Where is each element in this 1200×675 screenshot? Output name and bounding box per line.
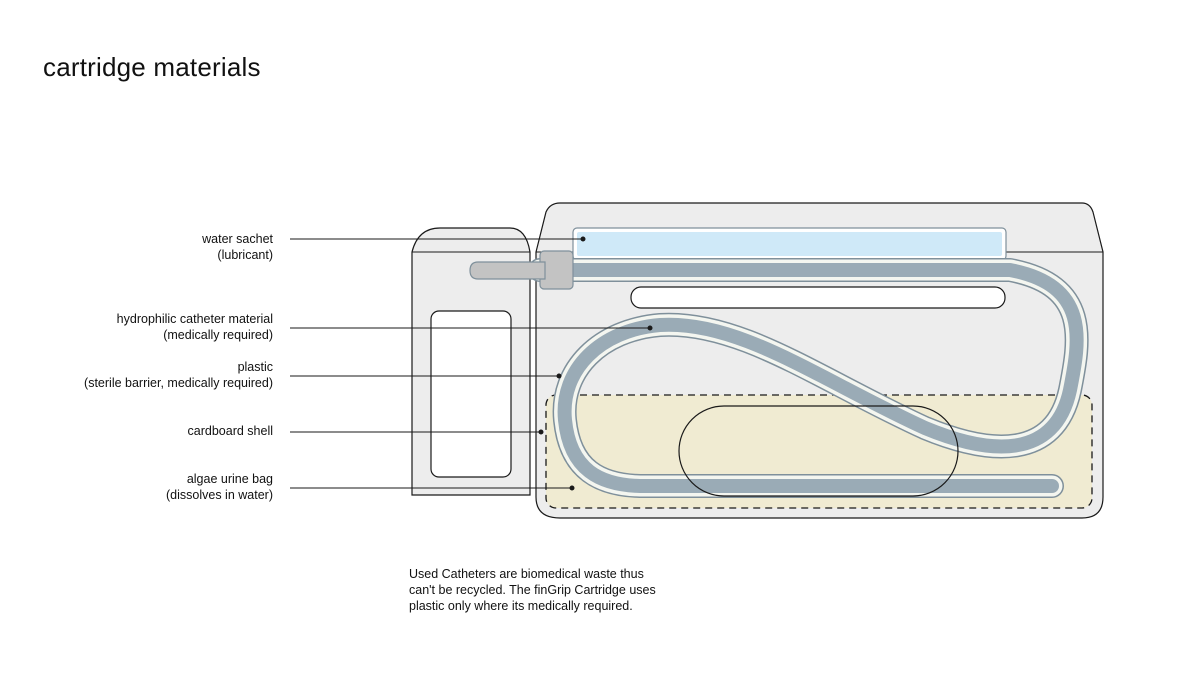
catheter-tip [469, 261, 546, 280]
algae-urine-bag-outline [545, 394, 1093, 509]
label-hydrophilic-catheter: hydrophilic catheter material (medically… [116, 312, 273, 342]
label-cardboard-shell: cardboard shell [187, 424, 273, 438]
label-plastic: plastic (sterile barrier, medically requ… [84, 360, 273, 390]
label-water-sachet: water sachet (lubricant) [202, 232, 273, 262]
label-algae-urine-bag: algae urine bag (dissolves in water) [166, 472, 273, 502]
water-sachet-fill [577, 232, 1002, 256]
cap-window [430, 310, 512, 478]
caption-text: Used Catheters are biomedical waste thus… [409, 567, 656, 613]
page-title: cartridge materials [43, 52, 261, 82]
cartridge-slot [630, 286, 1006, 309]
leader-lines [290, 236, 653, 491]
catheter-tube [528, 258, 1089, 498]
bag-oval-outline [678, 405, 959, 497]
hydrophilic-catheter-shape [533, 263, 1084, 493]
